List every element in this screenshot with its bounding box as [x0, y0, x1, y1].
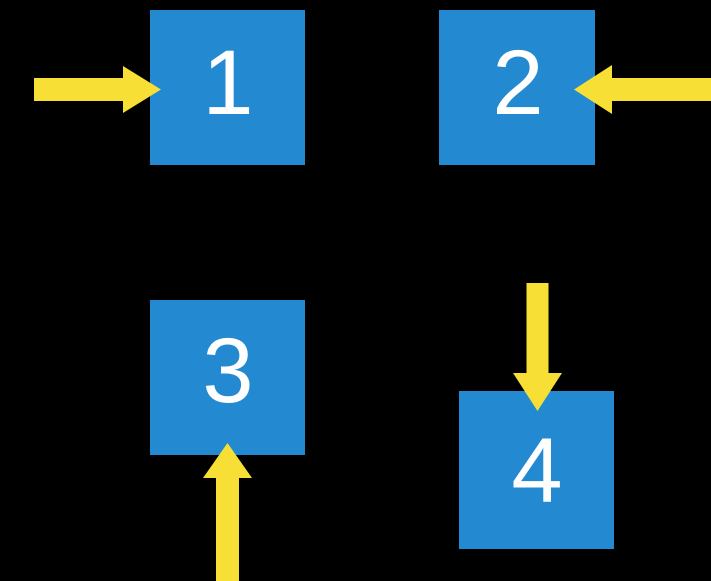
arrow-left-polygon — [574, 64, 711, 114]
diagram-node-3-label: 3 — [202, 320, 254, 422]
arrow-right-polygon — [34, 65, 161, 113]
arrow-down-polygon — [512, 283, 562, 411]
diagram-node-2[interactable] — [439, 10, 595, 165]
arrow-right-into-node-1-icon — [34, 65, 161, 113]
diagram-node-2-label: 2 — [492, 32, 544, 134]
diagram-node-4-label: 4 — [511, 420, 563, 522]
arrow-up-polygon — [202, 443, 252, 581]
diagram-node-4[interactable] — [459, 391, 614, 549]
diagram-node-1[interactable] — [150, 10, 305, 165]
diagram-node-3[interactable] — [150, 300, 305, 455]
arrow-down-into-node-4-icon — [512, 283, 562, 411]
arrow-up-into-node-3-icon — [202, 443, 252, 581]
diagram-node-1-label: 1 — [202, 32, 254, 134]
arrow-left-into-node-2-icon — [574, 64, 711, 114]
